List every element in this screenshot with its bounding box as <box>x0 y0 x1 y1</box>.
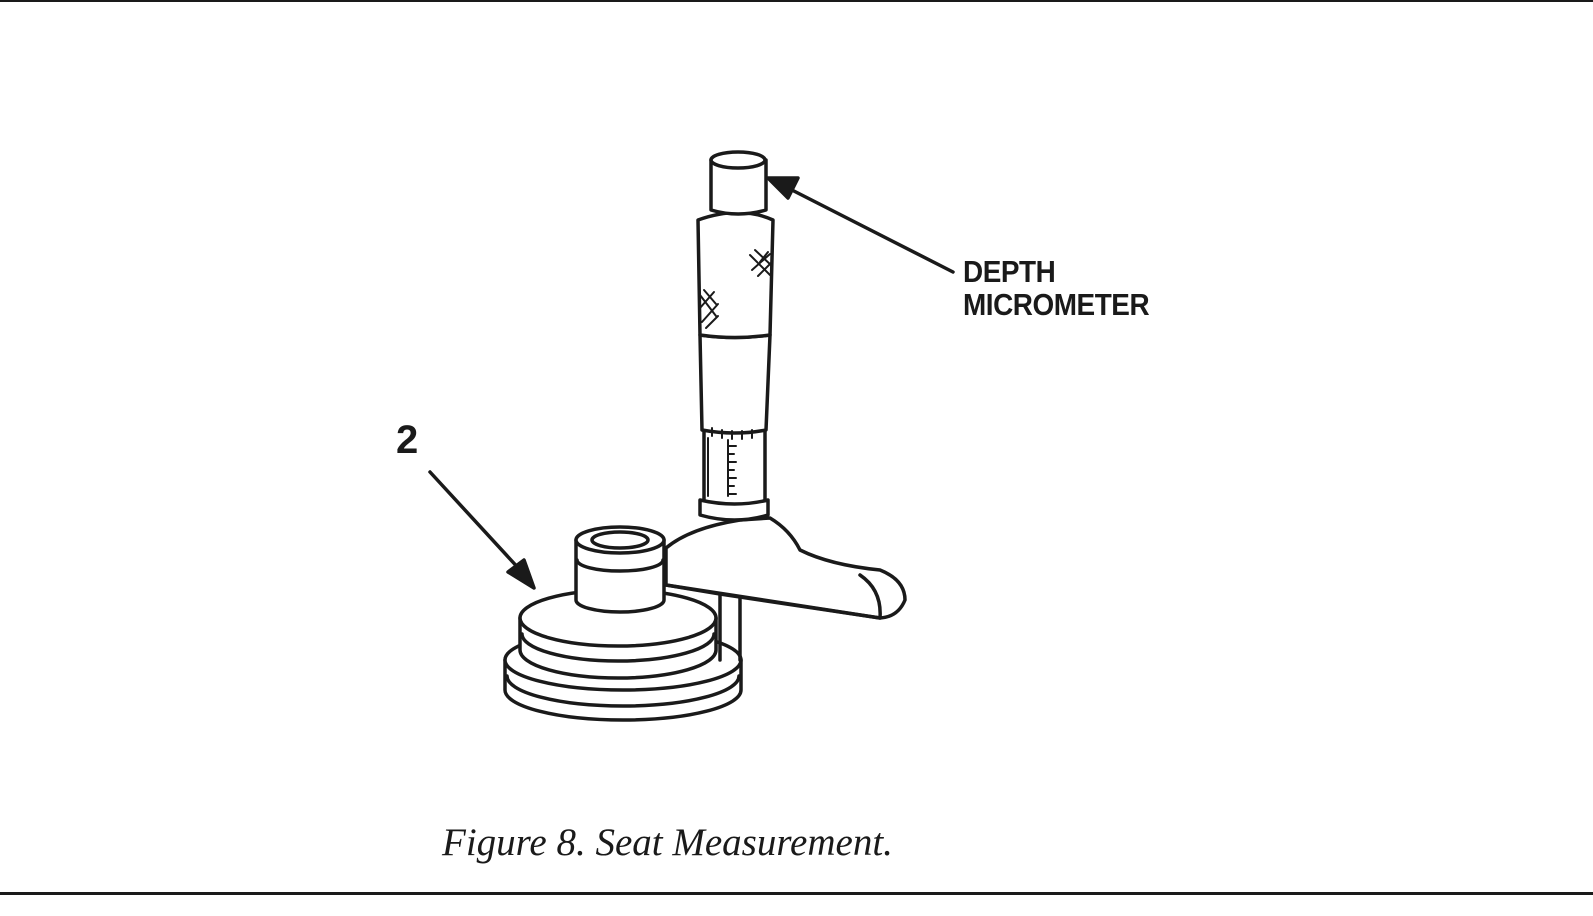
leader-arrows <box>428 176 955 590</box>
micrometer-knurl-right <box>749 249 773 277</box>
micrometer-base-bevel <box>664 573 882 620</box>
depth-micrometer-callout: DEPTH MICROMETER <box>963 254 1150 322</box>
part-number-callout: 2 <box>396 418 418 462</box>
seat-bottom-flange-groove <box>505 674 741 708</box>
part-2-arrowhead <box>506 558 536 590</box>
seat-middle-groove <box>520 632 716 663</box>
bottom-rule <box>0 892 1593 895</box>
depth-micrometer-callout-line2: MICROMETER <box>963 287 1150 322</box>
seat-hub <box>574 538 666 614</box>
figure-caption: Figure 8. Seat Measurement. <box>442 821 893 864</box>
micrometer-knurl-left <box>699 289 719 329</box>
depth-micrometer <box>664 150 907 662</box>
micrometer-thimble-graduations <box>711 427 753 440</box>
micrometer-cap-top <box>709 150 767 170</box>
micrometer-arrowhead <box>766 176 800 200</box>
micrometer-sleeve-scale <box>707 437 737 497</box>
micrometer-sleeve <box>702 428 767 502</box>
top-rule <box>0 0 1593 2</box>
micrometer-lock-ring <box>698 498 770 522</box>
micrometer-leader-line <box>786 186 955 274</box>
micrometer-cap <box>709 158 768 216</box>
seat-hub-groove <box>575 558 665 573</box>
part-2-leader-line <box>428 470 524 574</box>
micrometer-thimble <box>698 333 772 435</box>
micrometer-rod <box>718 592 742 662</box>
depth-micrometer-callout-line1: DEPTH <box>963 254 1056 289</box>
micrometer-ratchet-body <box>696 210 775 340</box>
seat-hub-bore <box>590 530 650 550</box>
